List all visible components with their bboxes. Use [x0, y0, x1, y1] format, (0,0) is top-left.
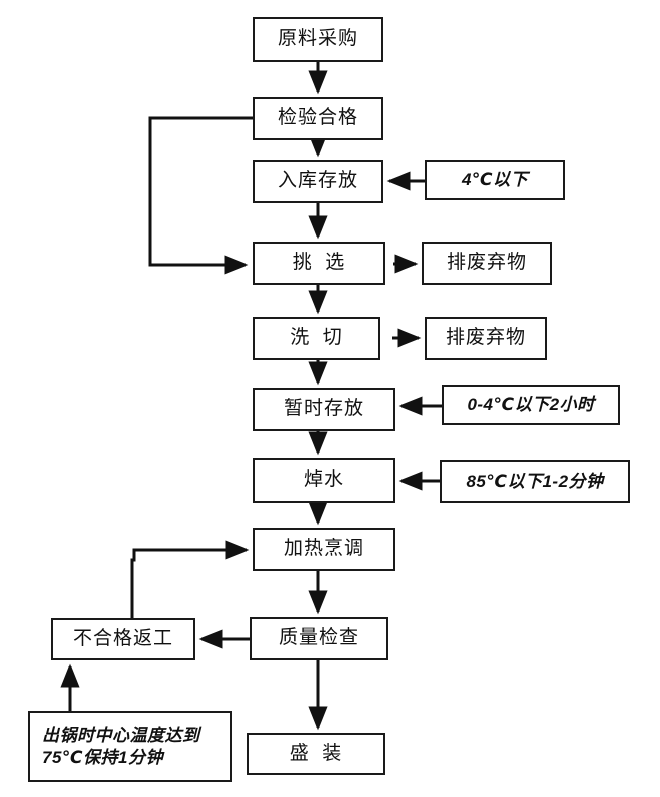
node-label: 质量检查 [278, 627, 359, 649]
note-label: 4℃以下 [461, 170, 529, 190]
connector-inspect-bypass-sorting [148, 116, 253, 275]
node-label: 洗 切 [290, 327, 343, 349]
node-blanching[interactable]: 焯水 [253, 458, 395, 503]
node-heating-cooking[interactable]: 加热烹调 [253, 528, 395, 571]
node-label: 原料采购 [277, 28, 358, 50]
node-plating[interactable]: 盛 装 [247, 733, 385, 775]
note-label: 出锅时中心温度达到 75℃保持1分钟 [42, 726, 200, 767]
node-label: 盛 装 [289, 742, 343, 764]
connector-rework-to-cooking [130, 540, 250, 618]
note-blanching-condition[interactable]: 85℃以下1-2分钟 [440, 460, 630, 503]
node-rework-nonconforming[interactable]: 不合格返工 [51, 618, 195, 660]
node-label: 焯水 [303, 469, 344, 491]
node-label: 加热烹调 [283, 538, 364, 560]
note-label: 0-4℃以下2小时 [467, 395, 595, 415]
node-temporary-storage[interactable]: 暂时存放 [253, 388, 395, 431]
node-label: 排废弃物 [446, 252, 527, 274]
node-sorting[interactable]: 挑 选 [253, 242, 385, 285]
node-label: 排废弃物 [445, 327, 526, 349]
note-storage-temperature[interactable]: 4℃以下 [425, 160, 565, 200]
node-inspection-qualified[interactable]: 检验合格 [253, 97, 383, 140]
node-label: 入库存放 [277, 170, 358, 192]
node-waste-disposal-sorting[interactable]: 排废弃物 [422, 242, 552, 285]
node-label: 暂时存放 [283, 398, 364, 420]
node-label: 不合格返工 [72, 627, 173, 649]
node-waste-disposal-washcut[interactable]: 排废弃物 [425, 317, 547, 360]
note-core-temperature-requirement[interactable]: 出锅时中心温度达到 75℃保持1分钟 [28, 711, 232, 782]
node-warehouse-storage[interactable]: 入库存放 [253, 160, 383, 203]
node-wash-and-cut[interactable]: 洗 切 [253, 317, 380, 360]
node-quality-check[interactable]: 质量检查 [250, 617, 388, 660]
note-temporary-storage-condition[interactable]: 0-4℃以下2小时 [442, 385, 620, 425]
node-label: 挑 选 [292, 252, 346, 274]
note-label: 85℃以下1-2分钟 [466, 471, 604, 491]
node-label: 检验合格 [277, 107, 358, 129]
node-raw-material-purchase[interactable]: 原料采购 [253, 17, 383, 62]
